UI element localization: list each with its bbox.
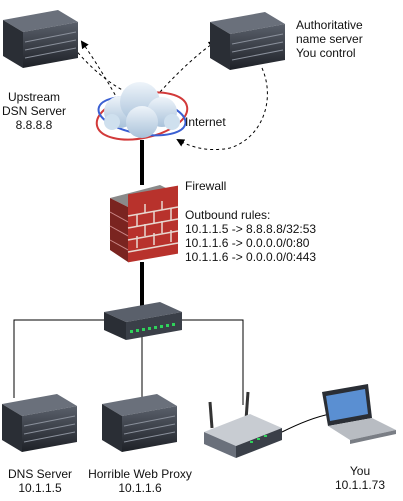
upstream-dns-name: Upstream [7, 90, 60, 104]
you-name: You [349, 464, 371, 478]
connection-lines [13, 140, 331, 433]
server-icon [210, 12, 285, 70]
dns-server-label: DNS Server 10.1.1.5 [0, 467, 80, 495]
firewall-rules-title: Outbound rules: [185, 208, 271, 222]
authoritative-line-2: name server [296, 32, 363, 46]
cloud-icon [95, 82, 189, 141]
laptop-icon [322, 384, 396, 444]
server-icon [2, 394, 77, 452]
link-router-laptop [281, 413, 331, 433]
arrow-authoritative-to-internet [176, 67, 268, 151]
switch-icon [104, 302, 182, 340]
arrow-internet-to-authoritative [159, 40, 217, 93]
upstream-dns-label: Upstream DSN Server 8.8.8.8 [2, 90, 66, 132]
firewall-label: Firewall [185, 179, 227, 193]
server-icon [102, 394, 177, 452]
authoritative-label: Authoritative name server You control [296, 18, 363, 60]
link-switch-dns [13, 319, 104, 398]
web-proxy-ip: 10.1.1.6 [118, 481, 162, 495]
firewall-rules: Outbound rules: 10.1.1.5 -> 8.8.8.8/32:5… [185, 208, 316, 264]
router-icon [204, 391, 282, 458]
arrow-internet-to-upstream [80, 40, 119, 101]
web-proxy-name: Horrible Web Proxy [88, 467, 192, 481]
upstream-dns-ip: 8.8.8.8 [15, 118, 53, 132]
dns-server-name: DNS Server [7, 467, 72, 481]
authoritative-line-1: Authoritative [296, 18, 363, 32]
you-label: You 10.1.1.73 [330, 464, 390, 492]
firewall-rule: 10.1.1.5 -> 8.8.8.8/32:53 [185, 222, 317, 236]
arrow-upstream-to-internet [73, 47, 143, 99]
firewall-rule: 10.1.1.6 -> 0.0.0.0/0:80 [185, 236, 310, 250]
firewall-rule: 10.1.1.6 -> 0.0.0.0/0:443 [185, 250, 317, 264]
firewall-icon [109, 185, 179, 263]
dns-server-ip: 10.1.1.5 [18, 481, 62, 495]
authoritative-line-3: You control [296, 46, 356, 60]
server-icon [3, 10, 78, 68]
upstream-dns-name-2: DSN Server [2, 104, 67, 118]
you-ip: 10.1.1.73 [334, 478, 386, 492]
link-switch-router [181, 319, 244, 405]
internet-label: Internet [185, 115, 226, 129]
web-proxy-label: Horrible Web Proxy 10.1.1.6 [84, 467, 196, 495]
